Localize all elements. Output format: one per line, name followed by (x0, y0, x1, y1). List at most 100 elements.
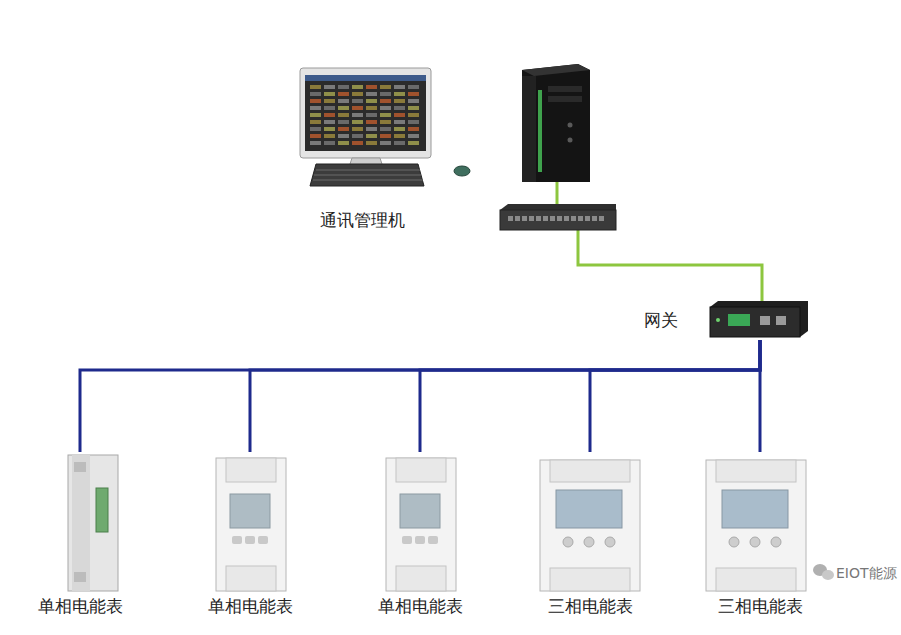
meter-icon (386, 458, 456, 591)
screen-cell (338, 92, 349, 96)
switch-port (522, 216, 527, 221)
screen-cell (352, 141, 363, 145)
device-label: 网关 (644, 310, 678, 330)
meter-node: 单相电能表 (15, 452, 145, 620)
meter-icon (706, 460, 806, 591)
watermark-text: EIOT能源 (836, 564, 897, 582)
meter-node: 单相电能表 (185, 452, 315, 620)
bus-line (759, 340, 762, 452)
meter-icon (540, 460, 640, 591)
screen-cell (380, 92, 391, 96)
screen-cell (338, 127, 349, 131)
device-label: 单相电能表 (38, 596, 123, 616)
gateway-icon (710, 301, 808, 337)
screen-cell (310, 141, 321, 145)
screen-cell (380, 85, 391, 89)
screen-cell (310, 120, 321, 124)
screen-cell (310, 113, 321, 117)
bus-line (80, 340, 760, 452)
screen-cell (352, 134, 363, 138)
device-label: 三相电能表 (548, 596, 633, 616)
screen-cell (408, 92, 419, 96)
screen-cell (366, 106, 377, 110)
watermark-icon (813, 564, 834, 580)
screen-cell (324, 92, 335, 96)
switch-port (592, 216, 597, 221)
screen-cell (408, 99, 419, 103)
screen-cell (394, 85, 405, 89)
screen-cell (366, 120, 377, 124)
screen-cell (408, 85, 419, 89)
screen-cell (324, 113, 335, 117)
switch-port (515, 216, 520, 221)
screen-cell (380, 127, 391, 131)
bus-line (420, 340, 760, 452)
screen-cell (338, 85, 349, 89)
screen-cell (408, 141, 419, 145)
switch-port (543, 216, 548, 221)
device-label: 通讯管理机 (320, 210, 405, 230)
switch-port (550, 216, 555, 221)
gateway-node: 网关 (636, 300, 810, 340)
screen-cell (338, 134, 349, 138)
screen-cell (324, 141, 335, 145)
screen-cell (380, 106, 391, 110)
screen-cell (310, 92, 321, 96)
screen-cell (338, 106, 349, 110)
switch-port (557, 216, 562, 221)
screen-cell (310, 106, 321, 110)
screen-cell (352, 120, 363, 124)
screen-cell (380, 120, 391, 124)
device-label: 单相电能表 (378, 596, 463, 616)
network-cable (578, 230, 762, 303)
meter-node: 单相电能表 (355, 452, 485, 620)
device-label: 单相电能表 (208, 596, 293, 616)
screen-cell (352, 127, 363, 131)
bus-line (590, 340, 760, 452)
screen-cell (352, 106, 363, 110)
keyboard-icon (310, 164, 424, 186)
screen-cell (310, 127, 321, 131)
network-cable (556, 182, 559, 205)
switch-port (571, 216, 576, 221)
switch-port (529, 216, 534, 221)
screen-cell (408, 106, 419, 110)
meter-icon (216, 458, 286, 591)
screen-cell (366, 92, 377, 96)
screen-cell (352, 85, 363, 89)
switch-port (536, 216, 541, 221)
screen-cell (366, 99, 377, 103)
screen-cell (380, 141, 391, 145)
screen-cell (338, 113, 349, 117)
bus-line (250, 340, 760, 452)
switch-port (564, 216, 569, 221)
screen-cell (380, 113, 391, 117)
screen-cell (394, 106, 405, 110)
mouse-icon (454, 166, 470, 176)
screen-cell (394, 92, 405, 96)
screen-cell (408, 120, 419, 124)
screen-cell (408, 113, 419, 117)
screen-cell (352, 99, 363, 103)
screen-cell (380, 99, 391, 103)
screen-cell (366, 134, 377, 138)
monitor-icon (300, 68, 431, 176)
screen-cell (324, 120, 335, 124)
screen-cell (408, 134, 419, 138)
switch-icon (500, 204, 616, 230)
screen-cell (310, 99, 321, 103)
screen-cell (324, 127, 335, 131)
screen-cell (324, 134, 335, 138)
meter-node: 三相电能表 (695, 452, 825, 620)
screen-cell (310, 134, 321, 138)
screen-cell (380, 134, 391, 138)
switch-port (508, 216, 513, 221)
device-label: 三相电能表 (718, 596, 803, 616)
screen-cell (324, 99, 335, 103)
switch-port (578, 216, 583, 221)
screen-cell (324, 85, 335, 89)
screen-cell (394, 120, 405, 124)
